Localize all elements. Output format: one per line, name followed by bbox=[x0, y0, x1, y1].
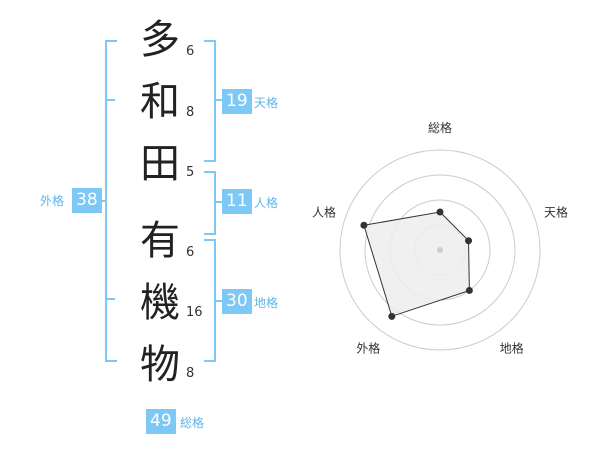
jinkaku-bracket bbox=[204, 171, 216, 235]
radar-axis-label-5: 人格 bbox=[312, 204, 336, 219]
name-char-4: 有 bbox=[140, 218, 180, 264]
gaikaku-value-badge: 38 bbox=[72, 188, 102, 213]
radar-center-dot bbox=[437, 247, 443, 253]
chikaku-value-badge: 30 bbox=[222, 289, 252, 314]
radar-polygon bbox=[363, 211, 470, 317]
jinkaku-label: 人格 bbox=[254, 196, 279, 210]
tenkaku-connector bbox=[214, 99, 222, 101]
radar-point-2 bbox=[465, 237, 473, 245]
tenkaku-bracket bbox=[204, 40, 216, 162]
radar-axis-label-4: 外格 bbox=[356, 341, 380, 356]
radar-point-5 bbox=[360, 221, 368, 229]
soukaku-value-badge: 49 bbox=[146, 409, 176, 434]
stroke-count-5: 16 bbox=[186, 305, 203, 320]
name-char-2: 和 bbox=[140, 79, 180, 125]
radar-point-1 bbox=[436, 208, 444, 216]
radar-axis-label-1: 総格 bbox=[428, 120, 452, 135]
radar-axis-label-2: 天格 bbox=[544, 204, 568, 219]
name-char-3: 田 bbox=[140, 141, 180, 187]
jinkaku-connector bbox=[214, 201, 222, 203]
radar-ring-3 bbox=[364, 174, 516, 326]
radar-ring-4 bbox=[339, 149, 541, 351]
stroke-count-1: 6 bbox=[186, 44, 195, 59]
radar-points bbox=[360, 208, 473, 320]
gaikaku-bracket-tick-top bbox=[105, 99, 115, 101]
gaikaku-bracket-tick-bottom bbox=[105, 298, 115, 300]
name-char-6: 物 bbox=[140, 342, 180, 388]
radar-point-3 bbox=[465, 286, 473, 294]
stroke-count-6: 8 bbox=[186, 366, 195, 381]
soukaku-label: 総格 bbox=[180, 416, 205, 430]
chikaku-label: 地格 bbox=[254, 296, 279, 310]
gaikaku-bracket bbox=[105, 40, 117, 362]
tenkaku-label: 天格 bbox=[254, 96, 279, 110]
radar-axis-label-3: 地格 bbox=[500, 341, 524, 356]
chikaku-connector bbox=[214, 300, 222, 302]
stroke-count-3: 5 bbox=[186, 165, 195, 180]
radar-point-4 bbox=[388, 312, 396, 320]
jinkaku-value-badge: 11 bbox=[222, 189, 252, 214]
stroke-count-4: 6 bbox=[186, 245, 195, 260]
name-char-5: 機 bbox=[140, 280, 180, 326]
name-char-1: 多 bbox=[140, 17, 180, 63]
stroke-count-2: 8 bbox=[186, 105, 195, 120]
gaikaku-label: 外格 bbox=[40, 194, 65, 208]
tenkaku-value-badge: 19 bbox=[222, 89, 252, 114]
